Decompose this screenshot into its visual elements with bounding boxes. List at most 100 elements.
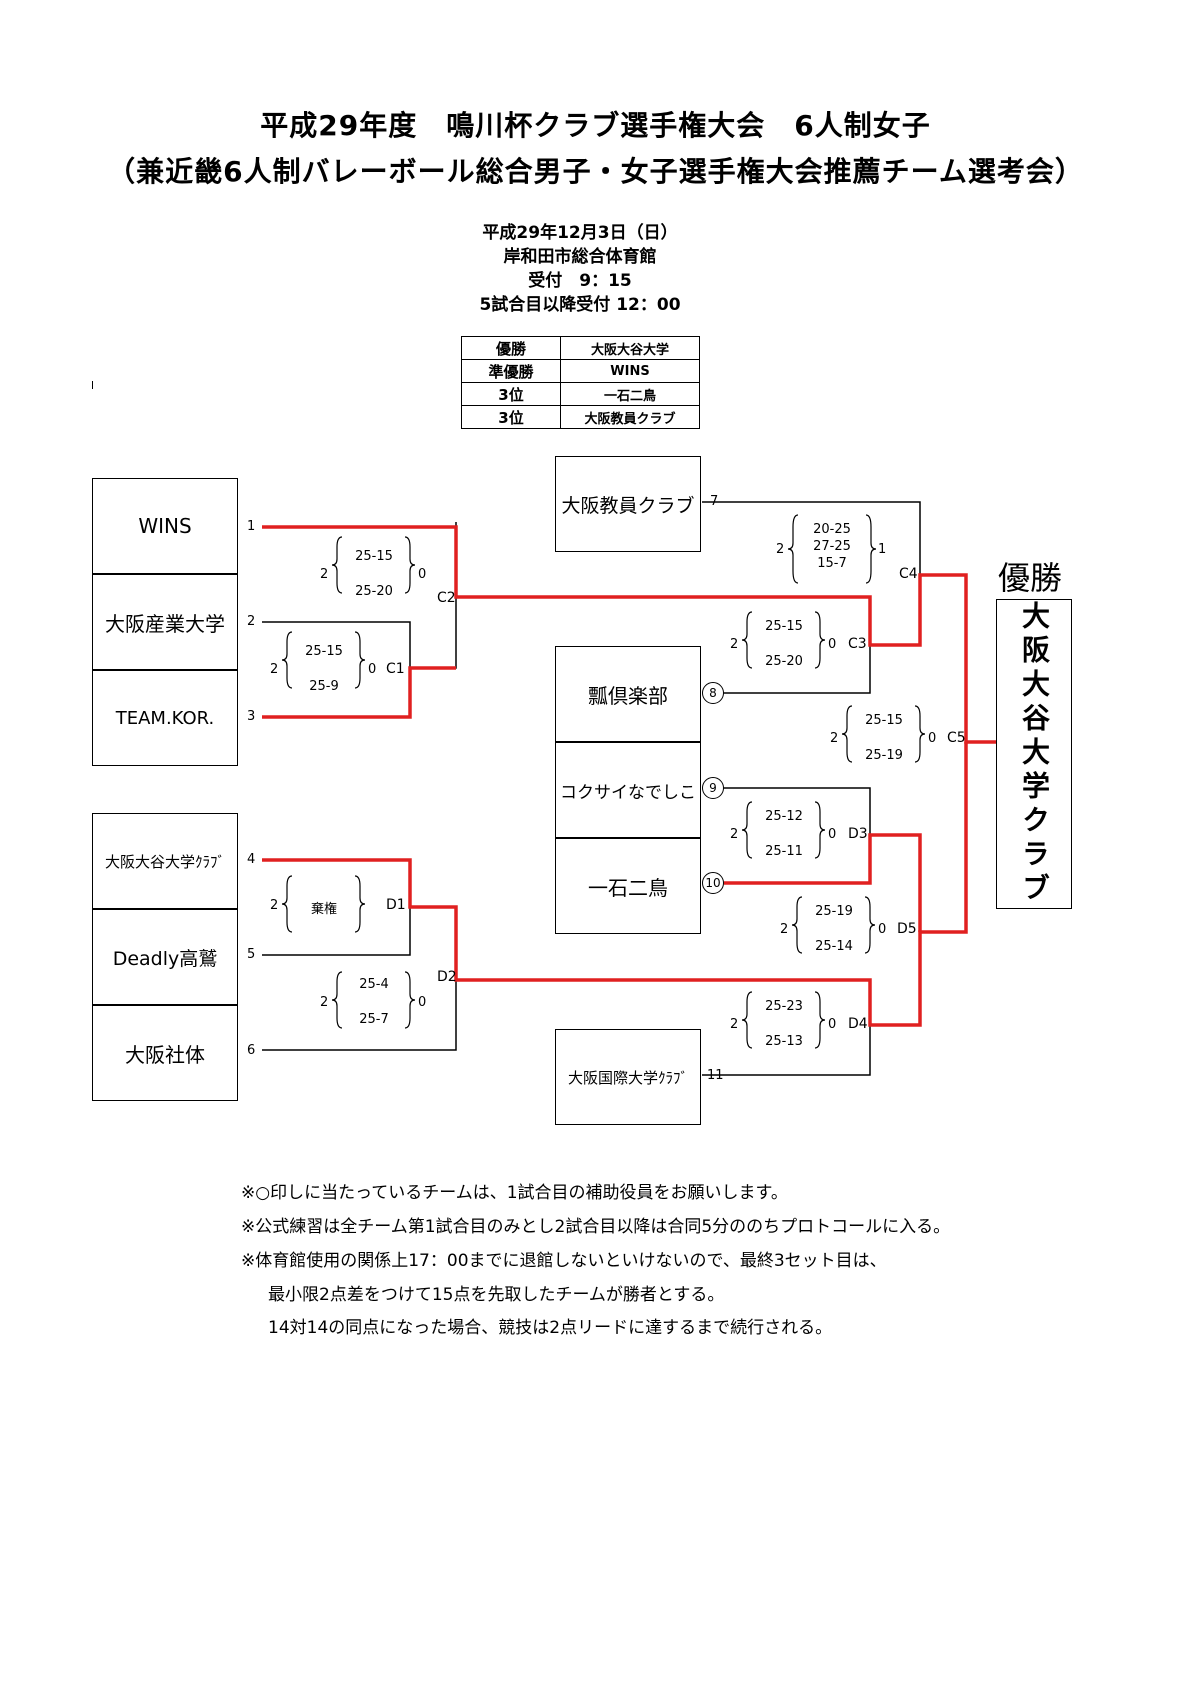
team-group-c <box>555 646 701 934</box>
champion-heading: 優勝 <box>998 559 1063 597</box>
line-2 <box>262 621 411 668</box>
match-d1-label: D1 <box>386 897 406 913</box>
team-name: 一石二鳥 <box>588 875 668 900</box>
event-date: 平成29年12月3日（日） <box>482 223 678 243</box>
match-d3-set1: 25-12 <box>765 809 803 824</box>
line-6 <box>262 980 457 1051</box>
reception-time: 受付 9：15 <box>528 271 632 291</box>
match-d2-left: 2 <box>320 995 329 1010</box>
champion-box: 大阪大谷大学クラブ <box>996 599 1072 909</box>
line-9 <box>712 787 871 835</box>
match-c5-right: 0 <box>928 731 937 746</box>
match-c3-label: C3 <box>848 636 867 652</box>
match-c3-set2: 25-20 <box>765 654 803 669</box>
team-number: 11 <box>707 1068 724 1083</box>
margin-mark <box>92 381 93 389</box>
match-d2-right: 0 <box>418 995 427 1010</box>
match-d1-left: 2 <box>270 898 279 913</box>
team-name: TEAM.KOR. <box>115 707 215 729</box>
team-number-circled: 9 <box>702 777 724 799</box>
team-group-b <box>92 813 238 1101</box>
team-name: 大阪社体 <box>125 1042 205 1067</box>
match-d3-label: D3 <box>848 826 868 842</box>
note-3: ※体育館使用の関係上17：00までに退館しないといけないので、最終3セット目は、 <box>241 1251 887 1271</box>
match-d1-note: 棄権 <box>310 902 337 917</box>
team-name: Deadly高鷲 <box>112 947 218 970</box>
match-c3-right: 0 <box>828 637 837 652</box>
team-name: 瓢倶楽部 <box>588 683 668 708</box>
match-c2-label: C2 <box>437 590 456 606</box>
team-number: 6 <box>247 1043 256 1058</box>
match-d4-set1: 25-23 <box>765 999 803 1014</box>
team-cell: WINS <box>560 359 700 383</box>
match-c2-left: 2 <box>320 567 329 582</box>
rank-cell: 3位 <box>461 382 561 406</box>
match-d5-right: 0 <box>878 922 887 937</box>
line-7 <box>702 501 921 575</box>
reception-time-2: 5試合目以降受付 12：00 <box>479 295 681 315</box>
match-c4-right: 1 <box>878 542 887 557</box>
line-5 <box>262 907 411 956</box>
match-c4-set2: 27-25 <box>813 539 851 554</box>
match-c5-set1: 25-15 <box>865 713 903 728</box>
team-name: 大阪産業大学 <box>105 611 225 636</box>
team-number: 7 <box>710 494 719 509</box>
note-2: ※公式練習は全チーム第1試合目のみとし2試合目以降は合同5分ののちプロトコールに… <box>241 1217 951 1237</box>
match-c4-set1: 20-25 <box>813 522 851 537</box>
match-d3-left: 2 <box>730 827 739 842</box>
champion-team: 大阪大谷大学クラブ <box>1018 601 1051 907</box>
match-d5-left: 2 <box>780 922 789 937</box>
team-number-circled: 10 <box>702 872 724 894</box>
match-c5-left: 2 <box>830 731 839 746</box>
match-d4-right: 0 <box>828 1017 837 1032</box>
winner-line-10 <box>724 833 922 932</box>
team-group-a <box>92 478 238 766</box>
match-d5-label: D5 <box>897 921 917 937</box>
team-name: 大阪国際大学ｸﾗﾌﾞ <box>567 1068 688 1087</box>
winner-line-top <box>262 525 996 744</box>
team-cell: 大阪大谷大学 <box>560 336 700 360</box>
match-c2-set2: 25-20 <box>355 584 393 599</box>
event-venue: 岸和田市総合体育館 <box>503 247 657 267</box>
winner-line-bottom <box>262 742 968 1027</box>
match-d3-set2: 25-11 <box>765 844 803 859</box>
divider <box>92 573 238 575</box>
team-name: コクサイなでしこ <box>560 782 696 803</box>
results-row: 3位大阪教員クラブ <box>461 405 700 429</box>
team-name: 大阪教員クラブ <box>561 494 695 517</box>
match-d4-left: 2 <box>730 1017 739 1032</box>
results-row: 3位一石二鳥 <box>461 382 700 406</box>
match-c4-set3: 15-7 <box>817 556 847 571</box>
match-c3-left: 2 <box>730 637 739 652</box>
match-c2-right: 0 <box>418 567 427 582</box>
team-cell: 大阪教員クラブ <box>560 405 700 429</box>
note-1: ※○印しに当たっているチームは、1試合目の補助役員をお願いします。 <box>241 1183 788 1203</box>
line-8 <box>712 645 871 694</box>
rank-cell: 準優勝 <box>461 359 561 383</box>
note-5: 14対14の同点になった場合、競技は2点リードに達するまで続行される。 <box>268 1318 833 1338</box>
match-c1-label: C1 <box>386 661 405 677</box>
divider <box>92 1004 238 1006</box>
match-d3-right: 0 <box>828 827 837 842</box>
match-d2-set1: 25-4 <box>359 977 389 992</box>
title-line-1: 平成29年度 鳴川杯クラブ選手権大会 6人制女子 <box>260 109 931 142</box>
match-c3-set1: 25-15 <box>765 619 803 634</box>
match-c1-right: 0 <box>368 662 377 677</box>
match-c4-left: 2 <box>776 542 785 557</box>
team-number: 4 <box>247 852 256 867</box>
match-d2-label: D2 <box>437 969 457 985</box>
match-c5-set2: 25-19 <box>865 748 903 763</box>
team-number-circled: 8 <box>702 682 724 704</box>
divider <box>555 837 701 839</box>
match-d4-set2: 25-13 <box>765 1034 803 1049</box>
divider <box>92 669 238 671</box>
match-c1-set1: 25-15 <box>305 644 343 659</box>
team-box <box>555 456 701 552</box>
match-c5-label: C5 <box>947 730 966 746</box>
team-number: 5 <box>247 947 256 962</box>
match-d5-set2: 25-14 <box>815 939 853 954</box>
match-d4-label: D4 <box>848 1016 868 1032</box>
team-number: 1 <box>247 519 256 534</box>
